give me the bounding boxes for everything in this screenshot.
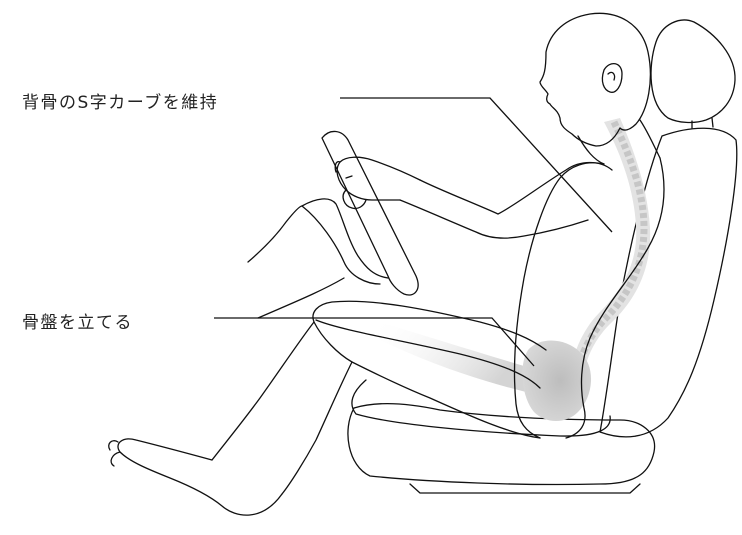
torso-front: [513, 162, 605, 439]
toes: [108, 440, 121, 467]
seat-rail: [409, 483, 641, 494]
steering-column: [301, 198, 389, 279]
spine-annotation-label: 背骨のS字カーブを維持: [22, 93, 219, 113]
head: [539, 12, 651, 147]
foot: [117, 438, 283, 516]
lower-leg: [211, 321, 353, 495]
neck: [577, 135, 605, 165]
headrest: [650, 19, 736, 124]
pelvis-leader-line: [214, 317, 535, 367]
forearm: [336, 156, 421, 201]
torso-back: [565, 157, 665, 439]
thigh-bone-shading: [372, 320, 526, 392]
hand: [334, 160, 367, 210]
pelvis-annotation-label: 骨盤を立てる: [22, 313, 133, 333]
pelvis: [522, 340, 592, 421]
spine-leader-line: [340, 97, 613, 233]
neck-back: [639, 119, 661, 159]
dash-lower: [257, 277, 345, 319]
headrest-post: [691, 117, 714, 129]
upper-arm: [399, 161, 613, 239]
driver-figure: [108, 12, 665, 516]
spine-shadow: [569, 118, 651, 404]
ear: [601, 63, 623, 93]
thigh-inner: [315, 319, 541, 389]
steering-wheel: [321, 130, 419, 296]
backrest: [599, 127, 738, 438]
dashboard: [247, 205, 381, 285]
seat-cushion: [347, 402, 656, 486]
cushion-bolster: [351, 379, 611, 437]
